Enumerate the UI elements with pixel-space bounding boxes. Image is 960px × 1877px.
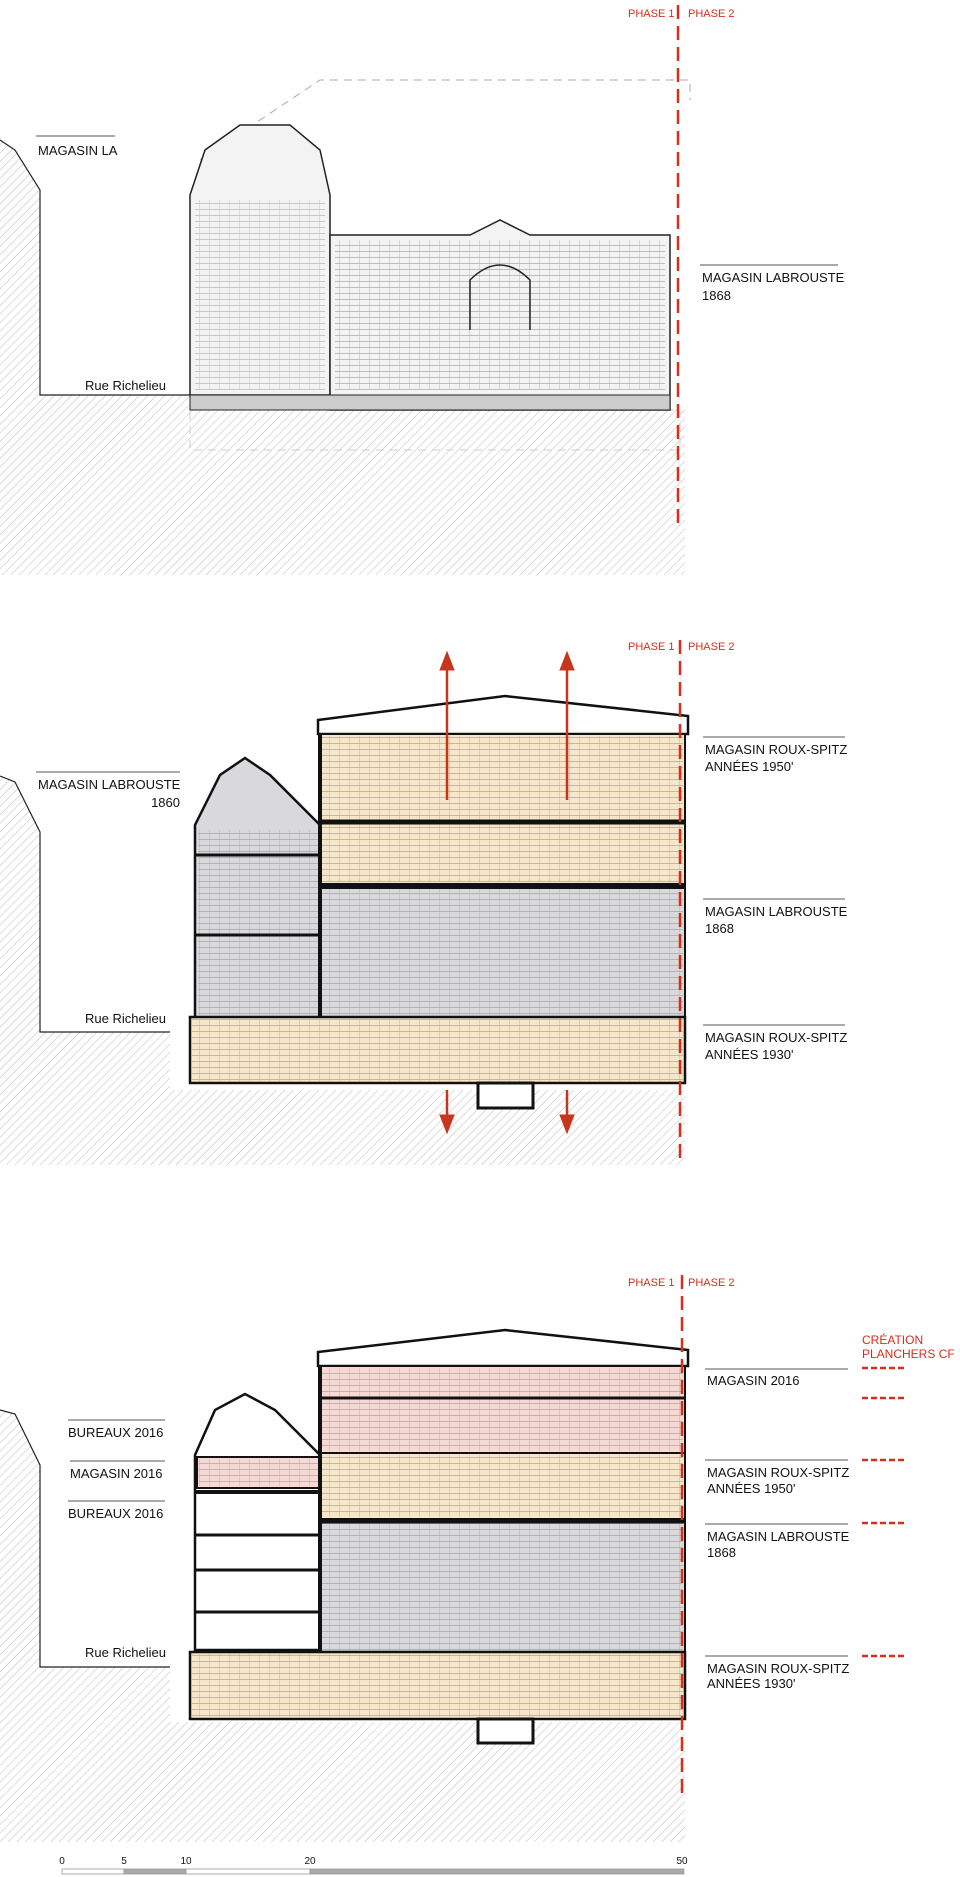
label-magasin-2016: MAGASIN 2016 — [70, 1466, 163, 1481]
scale-bar: 0 5 10 20 50 — [59, 1856, 688, 1875]
ground-hatch — [0, 140, 685, 575]
label-street: Rue Richelieu — [85, 1011, 166, 1026]
label-roux-spitz-1930: MAGASIN ROUX-SPITZ — [707, 1661, 849, 1676]
label-magasin-labrouste-1860: MAGASIN LABROUSTE — [38, 777, 181, 792]
label-roux-spitz-1930-years: ANNÉES 1930' — [705, 1047, 793, 1062]
scale-tick: 0 — [59, 1856, 65, 1867]
scale-tick: 10 — [180, 1856, 192, 1867]
ground-hatch — [0, 776, 685, 1165]
phase-1-label: PHASE 1 — [628, 8, 674, 20]
ghost-roof-outline — [199, 79, 691, 161]
label-labrouste-1868: MAGASIN LABROUSTE — [707, 1529, 850, 1544]
phase-2-label: PHASE 2 — [688, 641, 734, 653]
label-roux-spitz-1950: MAGASIN ROUX-SPITZ — [707, 1465, 849, 1480]
roof-truss — [316, 1328, 690, 1368]
legend-new-floor-marks — [862, 1366, 905, 1658]
label-roux-spitz-1930: MAGASIN ROUX-SPITZ — [705, 1030, 847, 1045]
label-bureaux-2016: BUREAUX 2016 — [68, 1425, 163, 1440]
roof-truss — [316, 694, 690, 736]
scale-tick: 5 — [121, 1856, 127, 1867]
label-bureaux-2016: BUREAUX 2016 — [68, 1506, 163, 1521]
panel-3-project-section: BUREAUX 2016 MAGASIN 2016 BUREAUX 2016 R… — [0, 1275, 955, 1842]
scale-tick: 50 — [676, 1856, 688, 1867]
arrow-down-icon — [439, 1090, 575, 1135]
scale-tick: 20 — [304, 1856, 316, 1867]
neighbour-profile — [0, 139, 190, 396]
panel-1-historic-section: MAGASIN LA MAGASIN LABROUSTE 1868 Rue Ri… — [0, 5, 845, 575]
phase-1-label: PHASE 1 — [628, 1277, 674, 1289]
label-street: Rue Richelieu — [85, 1645, 166, 1660]
label-magasin-labrouste: MAGASIN LABROUSTE — [702, 270, 845, 285]
label-roux-spitz-1950: MAGASIN ROUX-SPITZ — [705, 742, 847, 757]
label-magasin-2016: MAGASIN 2016 — [707, 1373, 800, 1388]
label-roux-spitz-1950-years: ANNÉES 1950' — [705, 759, 793, 774]
label-year: 1868 — [702, 288, 731, 303]
phase-1-label: PHASE 1 — [628, 641, 674, 653]
legend-creation: CRÉATION — [862, 1332, 923, 1347]
label-labrouste-1868-year: 1868 — [705, 921, 734, 936]
arrow-up-icon — [439, 650, 575, 800]
label-magasin-la: MAGASIN LA — [38, 143, 118, 158]
label-year: 1860 — [151, 795, 180, 810]
panel-2-existing-section: MAGASIN LABROUSTE 1860 Rue Richelieu MAG… — [0, 640, 848, 1165]
legend-planchers-cf: PLANCHERS CF — [862, 1347, 955, 1361]
label-roux-spitz-1930-years: ANNÉES 1930' — [707, 1676, 795, 1691]
label-street: Rue Richelieu — [85, 378, 166, 393]
label-roux-spitz-1950-years: ANNÉES 1950' — [707, 1481, 795, 1496]
label-labrouste-1868-year: 1868 — [707, 1545, 736, 1560]
phase-2-label: PHASE 2 — [688, 8, 734, 20]
label-labrouste-1868: MAGASIN LABROUSTE — [705, 904, 848, 919]
phase-2-label: PHASE 2 — [688, 1277, 734, 1289]
